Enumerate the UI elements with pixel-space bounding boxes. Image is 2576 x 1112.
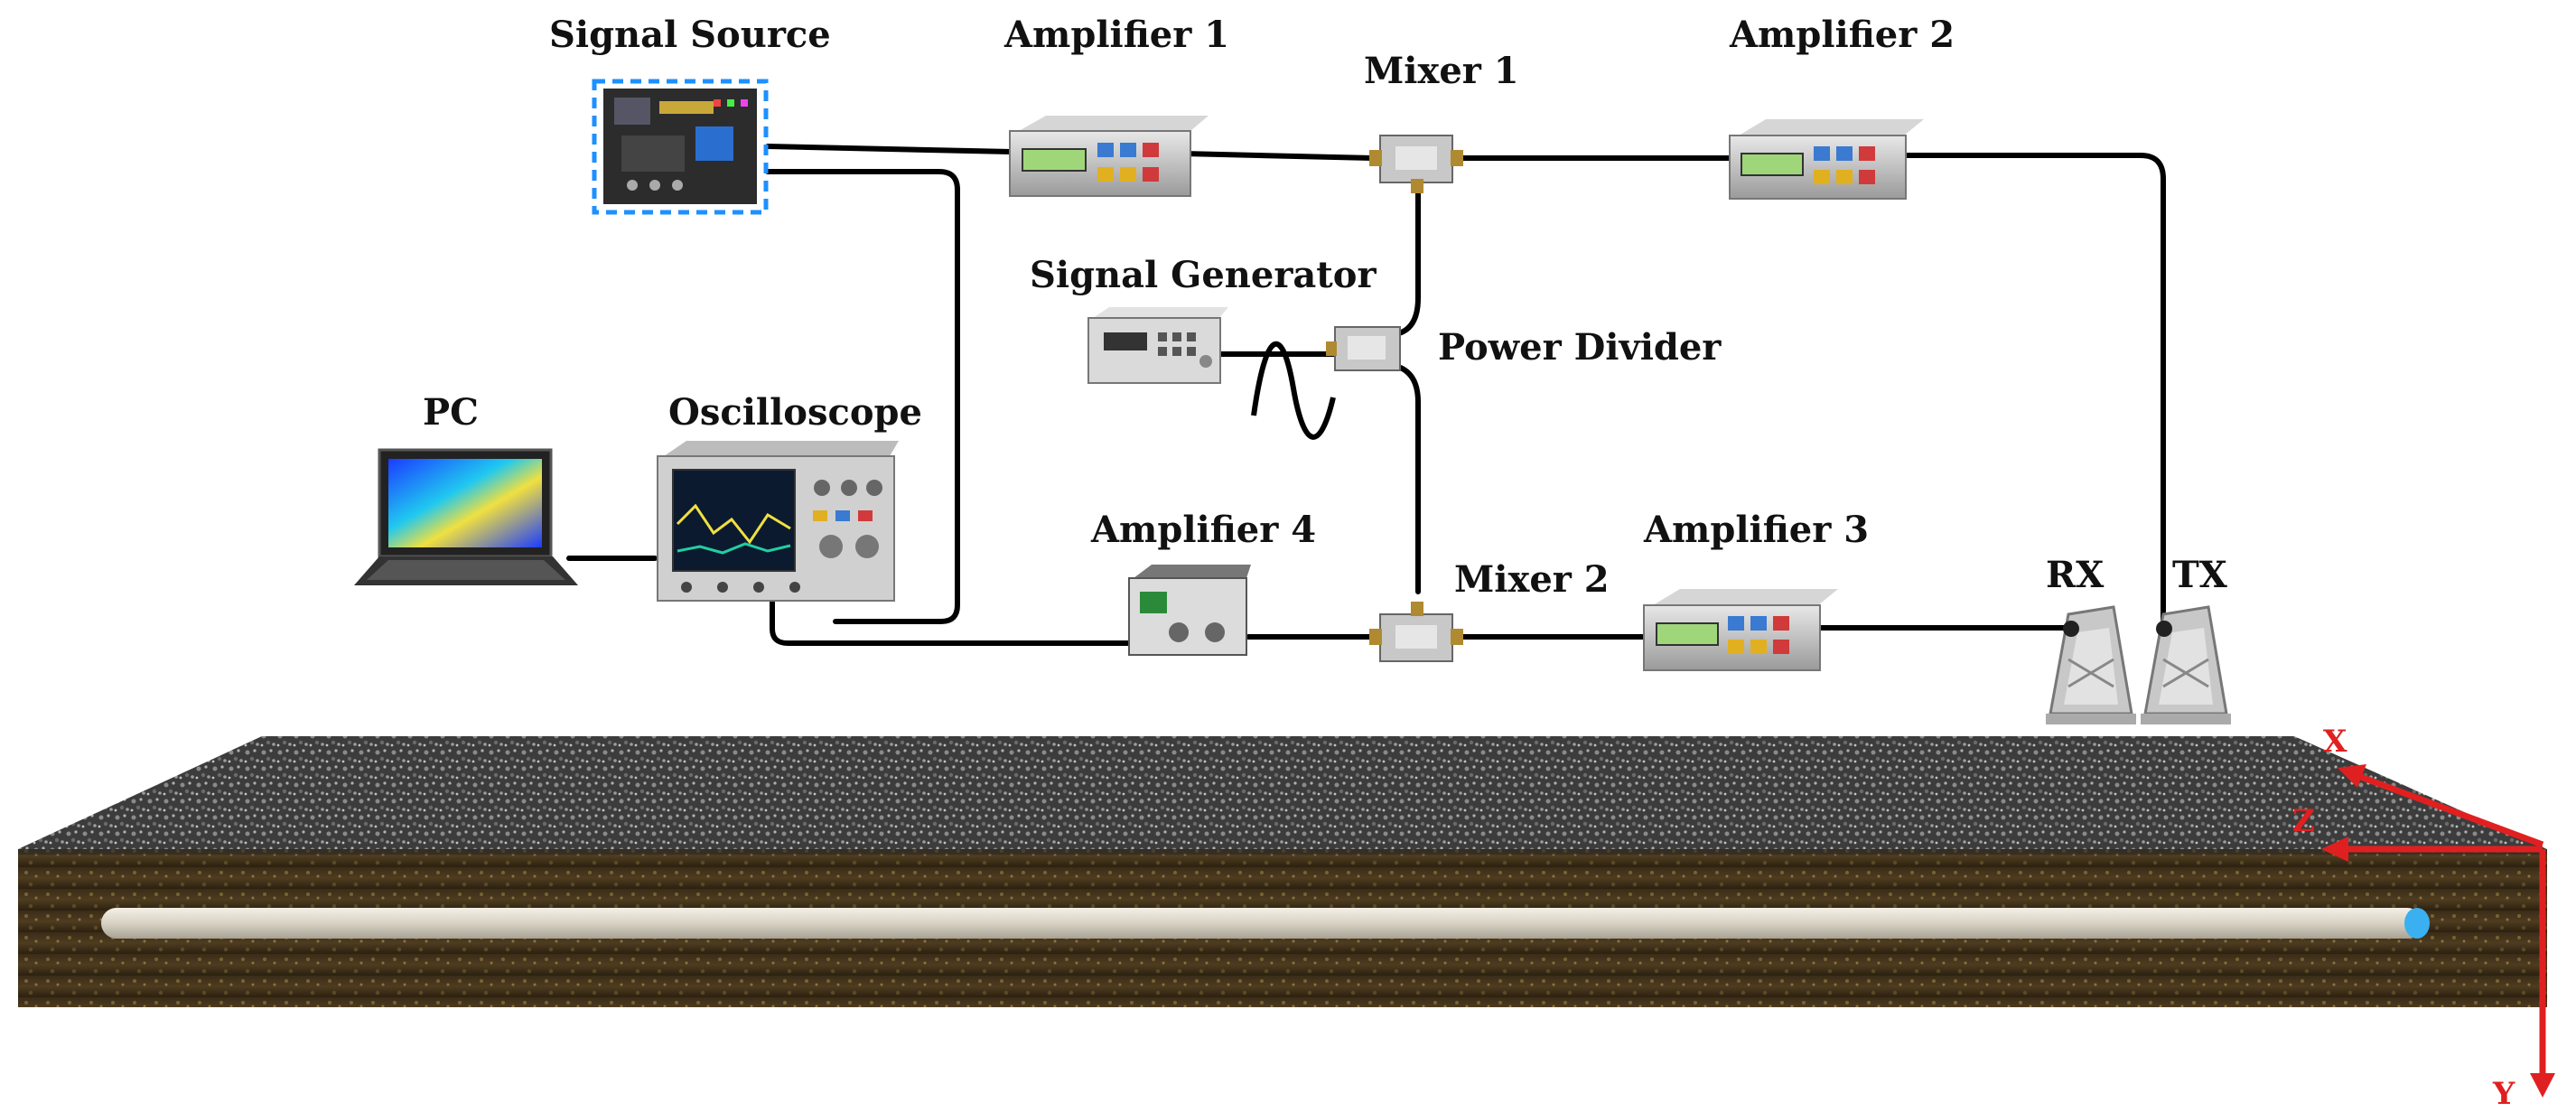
oscilloscope-device [657,441,899,602]
amplifier-2-device [1729,119,1924,200]
cable-amp2-tx [1903,153,2166,635]
signal-source-board [592,79,769,215]
pipe-body [101,908,2422,939]
pipe-end [2404,908,2430,939]
cable-scope-amp4 [770,598,1132,646]
selection-box [592,79,769,215]
z-axis-arrow [2321,836,2348,862]
rx-label: RX [2046,554,2104,596]
power-divider-device [1326,326,1401,371]
x-axis-arrow [2338,764,2366,788]
signal-source-label: Signal Source [549,14,831,56]
cable-source-amp1 [765,144,1014,154]
amplifier-3-device [1643,589,1838,671]
mixer-2-device [1369,602,1463,662]
power-divider-label: Power Divider [1438,326,1722,369]
amplifier-4-device [1128,565,1251,656]
signal-generator-device [1087,307,1228,384]
amplifier-1-device [1009,116,1209,197]
component-labels: Signal Source Amplifier 1 Mixer 1 Amplif… [423,14,2227,601]
pc-label: PC [423,391,479,434]
cable-mixer1-divider [1393,187,1421,337]
y-axis-arrow [2530,1073,2555,1098]
x-axis-label: X [2323,724,2347,760]
z-axis-label: Z [2292,803,2315,839]
mixer-1-label: Mixer 1 [1364,50,1519,92]
tx-antenna [2141,605,2231,724]
amplifier-3-label: Amplifier 3 [1643,509,1869,551]
y-axis-label: Y [2492,1076,2515,1112]
buried-pipe [101,908,2430,939]
ground-slab [18,736,2547,1007]
amplifier-2-label: Amplifier 2 [1729,14,1955,56]
amplifier-1-label: Amplifier 1 [1003,14,1229,56]
gravel-surface [18,736,2547,849]
tx-label: TX [2172,554,2227,596]
cable-source-scope [765,169,960,624]
rx-antenna [2046,605,2136,724]
sine-wave-icon [1251,341,1336,440]
x-axis-line [2347,769,2544,848]
oscilloscope-label: Oscilloscope [668,391,922,434]
cable-amp1-mixer1 [1181,151,1376,161]
coordinate-axes: X Z Y [2292,724,2555,1112]
signal-generator-label: Signal Generator [1030,254,1377,296]
mixer-2-label: Mixer 2 [1454,558,1610,601]
amplifier-4-label: Amplifier 4 [1090,509,1316,551]
cable-divider-mixer2 [1393,363,1421,594]
pc-laptop [354,448,578,585]
mixer-1-device [1369,135,1463,193]
